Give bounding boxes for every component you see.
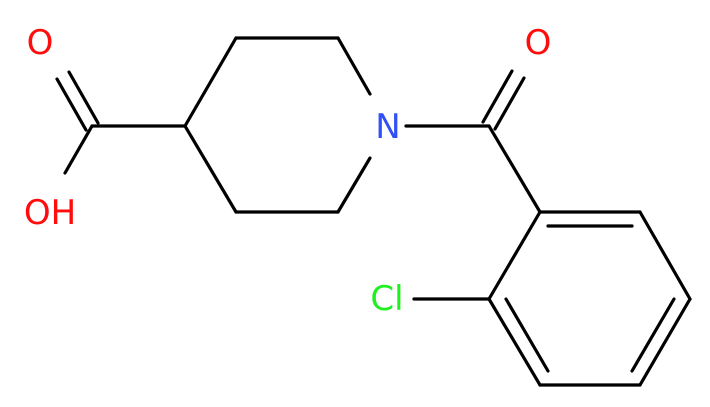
bond-ring-3	[336, 36, 372, 96]
bond-aryl-3	[638, 297, 692, 387]
bond-ring-1	[183, 36, 238, 128]
bond-aryl-5-inner	[504, 297, 550, 373]
atom-oh: OH	[24, 193, 76, 233]
atom-o-carbonyl: O	[27, 23, 54, 63]
bond-ring-6	[183, 124, 238, 214]
bond-carbonyl-aryl	[487, 124, 542, 214]
bond-aryl-6	[487, 210, 542, 301]
bond-aryl-5	[487, 297, 542, 387]
atom-o-ketone: O	[525, 23, 552, 63]
atom-cl: Cl	[370, 279, 403, 319]
bond-aryl-2	[638, 210, 692, 301]
bond-aryl-3-inner	[630, 297, 676, 373]
bond-c-o-double-a	[55, 77, 88, 132]
bond-c-oh	[63, 124, 94, 175]
atom-n: N	[375, 107, 400, 147]
bond-c-o-ketone-b	[493, 76, 526, 131]
bond-ring-4	[336, 156, 372, 214]
bond-c-o-ketone-a	[481, 69, 514, 124]
bond-c-o-double-b	[67, 70, 100, 125]
